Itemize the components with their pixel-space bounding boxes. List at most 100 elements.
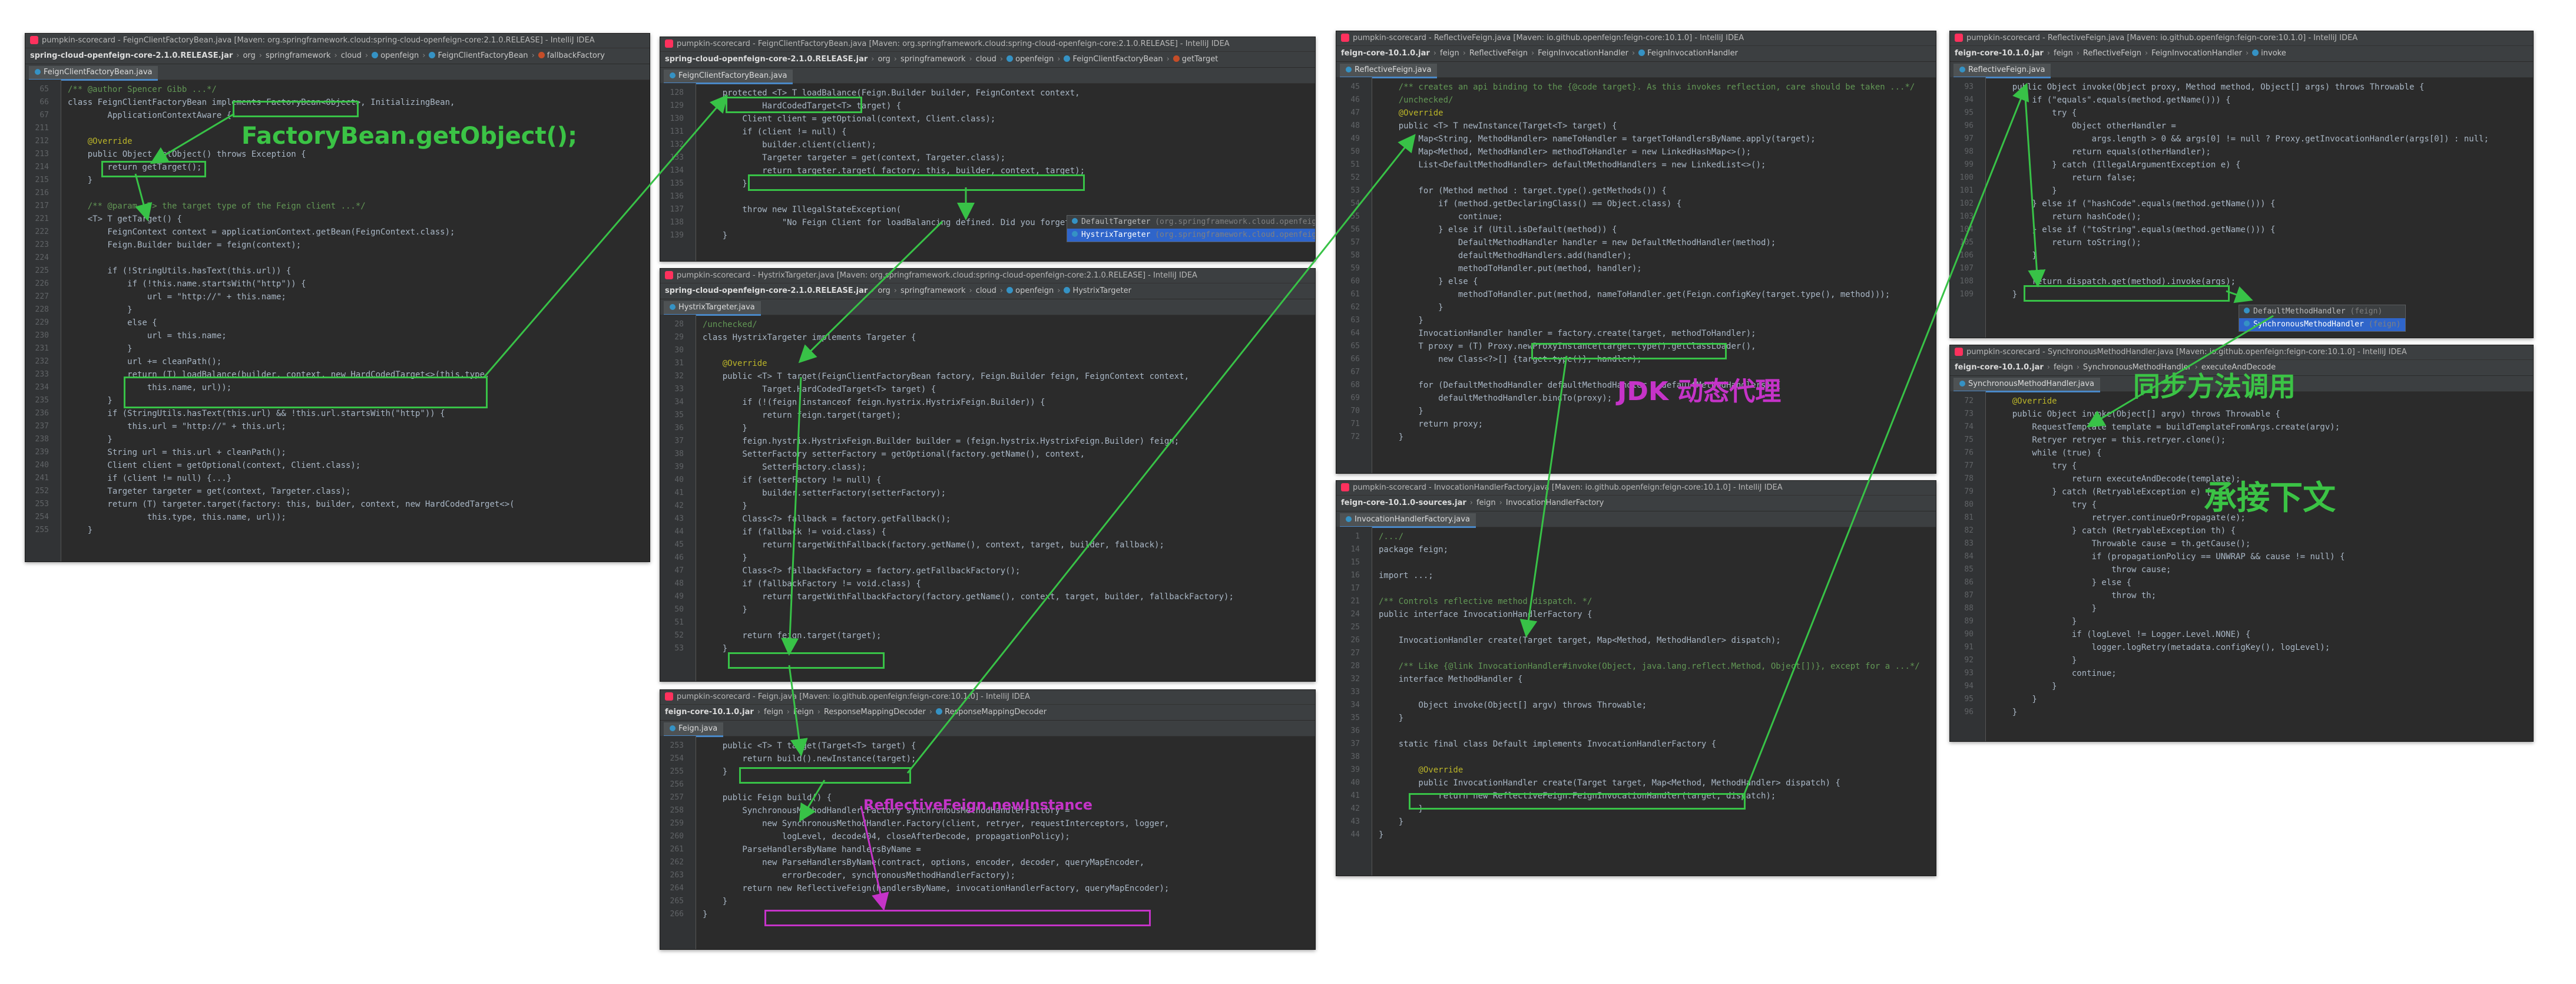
nav-crumb[interactable]: getTarget bbox=[1181, 55, 1219, 64]
nav-crumb[interactable]: ReflectiveFeign bbox=[2082, 49, 2141, 58]
line-number: 211 bbox=[35, 124, 49, 133]
line-number: 30 bbox=[674, 346, 684, 355]
nav-jar-root[interactable]: feign-core-10.1.0.jar bbox=[1341, 49, 1430, 58]
nav-crumb[interactable]: feign bbox=[1440, 49, 1459, 58]
nav-crumb[interactable]: feign bbox=[2054, 363, 2073, 372]
nav-crumb[interactable]: feign bbox=[764, 708, 783, 716]
nav-crumb[interactable]: cloud bbox=[975, 55, 996, 64]
nav-crumb[interactable]: org bbox=[243, 51, 256, 60]
code-line: } bbox=[703, 910, 708, 919]
annotation-jdk-dynamic-proxy: JDK 动态代理 bbox=[1617, 377, 1782, 407]
nav-crumb[interactable]: FeignClientFactoryBean bbox=[438, 51, 528, 60]
nav-jar-root[interactable]: spring-cloud-openfeign-core-2.1.0.RELEAS… bbox=[665, 55, 868, 64]
highlight-new-reflectivefeign bbox=[764, 910, 1151, 926]
gutter bbox=[25, 80, 61, 562]
nav-crumb[interactable]: cloud bbox=[975, 286, 996, 295]
file-tab[interactable]: FeignClientFactoryBean.java bbox=[664, 70, 793, 84]
line-number: 65 bbox=[39, 85, 49, 94]
nav-crumb[interactable]: cloud bbox=[340, 51, 362, 60]
nav-crumb[interactable]: ReflectiveFeign bbox=[1469, 49, 1528, 58]
line-number: 227 bbox=[35, 292, 49, 301]
nav-jar-root[interactable]: feign-core-10.1.0-sources.jar bbox=[1341, 498, 1466, 507]
popup-item[interactable]: SynchronousMethodHandler (feign) bbox=[2239, 318, 2406, 331]
code-line: return feign.target(target); bbox=[703, 631, 882, 640]
highlight-new-feigninvocationhandler bbox=[1409, 793, 1746, 810]
nav-crumb[interactable]: ResponseMappingDecoder bbox=[823, 708, 926, 716]
gutter bbox=[660, 736, 696, 949]
code-line: } bbox=[1992, 682, 2057, 691]
nav-crumb[interactable]: springframework bbox=[266, 51, 331, 60]
file-tab-label: SynchronousMethodHandler.java bbox=[1968, 379, 2094, 388]
nav-crumb[interactable]: HystrixTargeter bbox=[1072, 286, 1131, 295]
class-icon bbox=[2244, 308, 2250, 313]
line-number: 228 bbox=[35, 305, 49, 314]
nav-crumb[interactable]: openfeign bbox=[1015, 286, 1054, 295]
nav-crumb[interactable]: feign bbox=[1476, 498, 1496, 507]
line-number: 231 bbox=[35, 344, 49, 353]
line-number: 77 bbox=[1964, 461, 1974, 470]
line-number: 238 bbox=[35, 435, 49, 444]
file-tab[interactable]: InvocationHandlerFactory.java bbox=[1340, 513, 1476, 528]
popup-item[interactable]: HystrixTargeter (org.springframework.clo… bbox=[1067, 229, 1315, 242]
class-icon bbox=[2252, 49, 2259, 56]
line-number: 225 bbox=[35, 266, 49, 275]
code-line: Client client = getOptional(context, Cli… bbox=[68, 461, 361, 470]
nav-jar-root[interactable]: feign-core-10.1.0.jar bbox=[1955, 363, 2044, 372]
popup-item[interactable]: DefaultTargeter (org.springframework.clo… bbox=[1067, 216, 1315, 229]
file-tab-label: ReflectiveFeign.java bbox=[1355, 65, 1432, 74]
implementation-chooser-popup[interactable]: DefaultMethodHandler (feign)SynchronousM… bbox=[2239, 305, 2406, 332]
line-number: 95 bbox=[1964, 108, 1974, 117]
code-line: Targeter targeter = get(context, Targete… bbox=[703, 153, 1006, 163]
code-line: public <T> T newInstance(Target<T> targe… bbox=[1379, 121, 1617, 131]
nav-jar-root[interactable]: spring-cloud-openfeign-core-2.1.0.RELEAS… bbox=[665, 286, 868, 295]
nav-crumb[interactable]: fallbackFactory bbox=[547, 51, 605, 60]
file-tab[interactable]: HystrixTargeter.java bbox=[664, 301, 761, 316]
nav-crumb[interactable]: FeignClientFactoryBean bbox=[1072, 55, 1163, 64]
class-icon bbox=[35, 69, 41, 75]
nav-crumb[interactable]: InvocationHandlerFactory bbox=[1505, 498, 1604, 507]
line-number: 53 bbox=[674, 644, 684, 653]
file-tab-label: FeignClientFactoryBean.java bbox=[44, 68, 153, 77]
line-number: 47 bbox=[674, 566, 684, 575]
nav-crumb[interactable]: springframework bbox=[900, 286, 966, 295]
code-line: ApplicationContextAware { bbox=[68, 111, 232, 120]
file-tab[interactable]: ReflectiveFeign.java bbox=[1953, 64, 2051, 78]
code-line: } bbox=[703, 179, 747, 189]
code-line: } bbox=[1379, 817, 1404, 827]
nav-crumb[interactable]: FeignInvocationHandler bbox=[1647, 49, 1738, 58]
nav-crumb[interactable]: invoke bbox=[2261, 49, 2286, 58]
line-number: 234 bbox=[35, 383, 49, 392]
implementation-chooser-popup[interactable]: DefaultTargeter (org.springframework.clo… bbox=[1067, 215, 1315, 242]
nav-crumb[interactable]: openfeign bbox=[380, 51, 419, 60]
nav-crumb[interactable]: Feign bbox=[793, 708, 814, 716]
nav-jar-root[interactable]: feign-core-10.1.0.jar bbox=[1955, 49, 2044, 58]
nav-crumb[interactable]: openfeign bbox=[1015, 55, 1054, 64]
file-tab[interactable]: SynchronousMethodHandler.java bbox=[1953, 378, 2100, 392]
line-number: 128 bbox=[670, 88, 684, 97]
file-tab[interactable]: FeignClientFactoryBean.java bbox=[29, 66, 158, 81]
line-number: 100 bbox=[1959, 173, 1974, 182]
nav-crumb[interactable]: springframework bbox=[900, 55, 966, 64]
popup-item[interactable]: DefaultMethodHandler (feign) bbox=[2239, 305, 2405, 318]
nav-separator-icon: › bbox=[1433, 49, 1436, 58]
line-number: 62 bbox=[1350, 303, 1360, 312]
line-number: 83 bbox=[1964, 539, 1974, 548]
nav-crumb[interactable]: ResponseMappingDecoder bbox=[945, 708, 1047, 716]
title-bar: pumpkin-scorecard - SynchronousMethodHan… bbox=[1950, 345, 2533, 360]
code-editor[interactable]: 45 /** creates an api binding to the {@c… bbox=[1336, 77, 1936, 473]
nav-crumb[interactable]: org bbox=[878, 286, 890, 295]
nav-crumb[interactable]: FeignInvocationHandler bbox=[1538, 49, 1628, 58]
nav-jar-root[interactable]: feign-core-10.1.0.jar bbox=[665, 708, 754, 716]
class-icon bbox=[670, 304, 676, 310]
file-tab[interactable]: ReflectiveFeign.java bbox=[1340, 64, 1438, 78]
nav-jar-root[interactable]: spring-cloud-openfeign-core-2.1.0.RELEAS… bbox=[30, 51, 233, 60]
nav-crumb[interactable]: feign bbox=[2054, 49, 2073, 58]
nav-crumb[interactable]: FeignInvocationHandler bbox=[2151, 49, 2242, 58]
nav-crumb[interactable]: org bbox=[878, 55, 890, 64]
window-title: pumpkin-scorecard - FeignClientFactoryBe… bbox=[677, 39, 1230, 48]
file-tab[interactable]: Feign.java bbox=[664, 722, 724, 737]
